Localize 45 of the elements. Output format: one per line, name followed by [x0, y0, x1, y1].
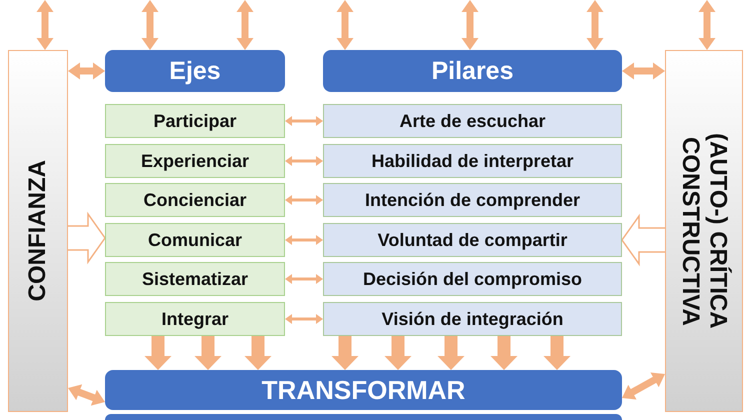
item-box: Voluntad de compartir: [323, 223, 622, 257]
double-arrow: [142, 0, 158, 50]
double-arrow: [36, 0, 54, 50]
block-arrow: [244, 336, 272, 370]
item-box: Decisión del compromiso: [323, 262, 622, 296]
block-arrow: [194, 336, 222, 370]
double-arrow: [698, 0, 716, 50]
header-bar: Pilares: [323, 50, 622, 92]
double-arrow: [236, 0, 254, 50]
double-arrow: [285, 274, 323, 284]
item-box: Intención de comprender: [323, 183, 622, 217]
item-box: Comunicar: [105, 223, 285, 257]
side-panel: CONFIANZA: [8, 50, 68, 412]
double-arrow: [285, 314, 323, 324]
item-box: Arte de escuchar: [323, 104, 622, 138]
double-arrow: [285, 235, 323, 245]
double-arrow: [622, 62, 665, 80]
double-arrow: [586, 0, 604, 50]
bar: [105, 414, 622, 420]
item-box: Habilidad de interpretar: [323, 144, 622, 178]
item-box: Participar: [105, 104, 285, 138]
double-arrow: [620, 370, 667, 402]
item-box: Sistematizar: [105, 262, 285, 296]
double-arrow: [285, 156, 323, 166]
hollow-arrow: [67, 212, 106, 264]
block-arrow: [384, 336, 412, 370]
double-arrow: [462, 0, 478, 50]
block-arrow: [144, 336, 172, 370]
side-panel: (AUTO-) CRÍTICA CONSTRUCTIVA: [665, 50, 743, 412]
header-bar: Ejes: [105, 50, 285, 92]
double-arrow: [285, 116, 323, 126]
block-arrow: [332, 336, 358, 370]
item-box: Integrar: [105, 302, 285, 336]
item-box: Concienciar: [105, 183, 285, 217]
item-box: Experienciar: [105, 144, 285, 178]
block-arrow: [490, 336, 518, 370]
hollow-arrow: [621, 214, 666, 266]
double-arrow: [336, 0, 354, 50]
double-arrow: [66, 384, 106, 406]
result-bar: TRANSFORMAR: [105, 370, 622, 410]
block-arrow: [544, 336, 570, 370]
double-arrow: [285, 195, 323, 205]
double-arrow: [68, 62, 105, 80]
block-arrow: [438, 336, 464, 370]
item-box: Visión de integración: [323, 302, 622, 336]
